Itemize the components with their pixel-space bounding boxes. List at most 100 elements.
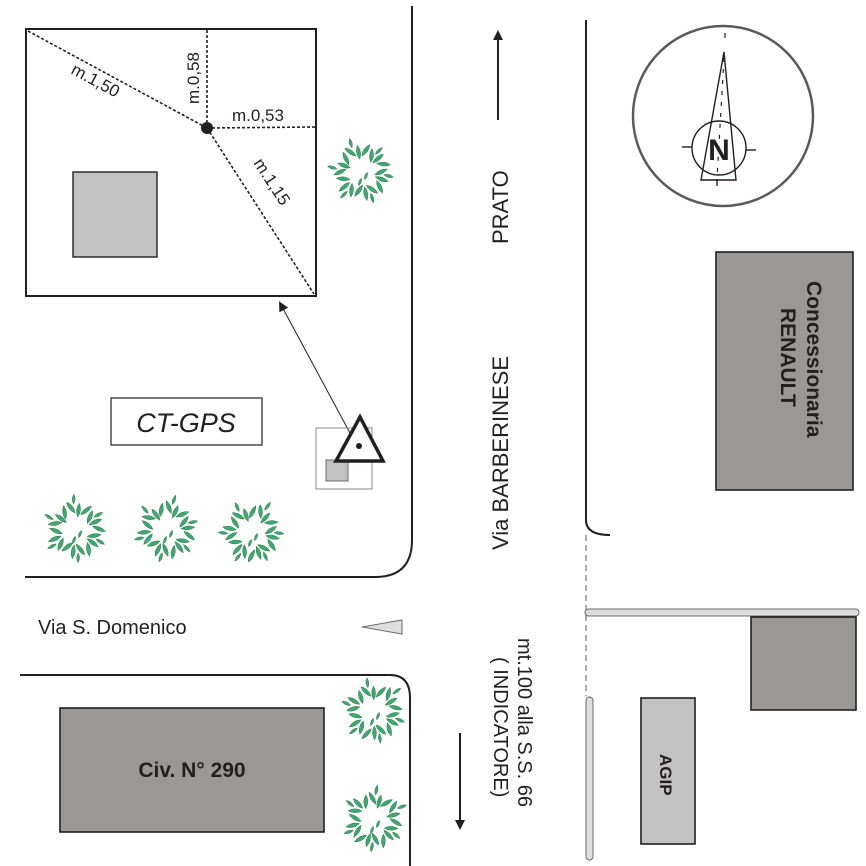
tree-leaf	[376, 794, 382, 809]
tree-icon	[44, 493, 106, 564]
tree-leaf	[354, 835, 367, 843]
survey-point	[201, 122, 213, 134]
tree-leaf	[370, 192, 375, 204]
tree-leaf	[352, 798, 364, 809]
tree-leaf	[349, 182, 354, 198]
curb-bar-horizontal	[584, 608, 860, 617]
tree-leaf	[340, 190, 348, 199]
tree-leaf	[347, 808, 363, 813]
tree-leaf	[86, 538, 99, 548]
station-label: CT-GPS	[136, 408, 236, 438]
gps-station[interactable]	[315, 413, 386, 490]
tree-leaf	[354, 184, 363, 197]
tree-leaf	[376, 161, 391, 167]
tree-leaf	[385, 686, 391, 702]
station-pointer-arrow	[279, 301, 351, 434]
tree-leaf	[141, 505, 149, 514]
tree-leaf	[356, 145, 361, 160]
tree-leaf	[358, 689, 364, 705]
tree-leaf	[227, 539, 243, 545]
tree-leaf	[234, 502, 240, 512]
tree-leaf	[392, 831, 401, 839]
tree-leaf	[385, 718, 399, 726]
tree-leaf	[255, 545, 262, 560]
tree-leaf	[49, 528, 63, 534]
tree-leaf	[146, 540, 161, 547]
renault-label-line1: Concessionaria	[802, 281, 825, 438]
curb-upper-left-block	[25, 6, 413, 578]
tree-leaf	[70, 544, 76, 560]
survey-plot: m.1,50 m.0,58 m.0,53 m.1,15	[25, 28, 317, 297]
tree-leaf	[86, 510, 93, 524]
tree-icon	[217, 501, 285, 563]
tree-leaf	[376, 180, 383, 194]
tree-leaf	[374, 784, 379, 796]
tree-leaf	[369, 148, 374, 163]
tree-leaf	[371, 832, 379, 846]
tree-leaf	[234, 552, 242, 562]
tree-leaf	[371, 685, 376, 701]
tree-leaf	[353, 824, 362, 838]
measure-label-se: m.1,15	[250, 155, 294, 209]
measure-line-nw	[27, 30, 208, 129]
tree-leaf	[386, 722, 392, 737]
tree-leaf	[141, 520, 154, 530]
tree-leaf	[343, 829, 354, 835]
tree-leaf	[232, 543, 243, 556]
tree-leaf	[158, 552, 163, 563]
tree-leaf	[264, 501, 271, 511]
tree-leaf	[374, 147, 383, 155]
tree-leaf	[243, 507, 249, 523]
tree-leaf	[348, 713, 363, 719]
distance-note-line1: mt.100 alla S.S. 66	[513, 638, 535, 807]
building-civico-290: Civ. N° 290	[59, 707, 325, 833]
tree-leaf	[348, 137, 353, 149]
tree-leaf	[151, 508, 161, 521]
tree-leaf	[364, 171, 368, 181]
tree-leaf	[62, 505, 67, 520]
tree-leaf	[174, 541, 184, 554]
tree-leaf	[254, 532, 258, 542]
tree-leaf	[333, 168, 347, 176]
tree-leaf	[183, 544, 191, 553]
tree-leaf	[267, 538, 276, 552]
tree-leaf	[374, 168, 388, 176]
tree-leaf	[375, 724, 387, 735]
tree-leaf	[327, 165, 338, 170]
tree-leaf	[341, 701, 352, 706]
tree-leaf	[143, 533, 153, 545]
agip-label: AGIP	[656, 754, 675, 796]
tree-leaf	[72, 493, 76, 505]
plot-boundary	[25, 28, 317, 297]
civico-label: Civ. N° 290	[138, 759, 245, 782]
tree-leaf	[76, 502, 81, 518]
building-renault: Concessionaria RENAULT	[715, 251, 854, 491]
tree-leaf	[162, 542, 169, 557]
tree-leaf	[88, 518, 103, 525]
tree-leaf	[335, 176, 351, 182]
curb-east-side	[585, 20, 611, 536]
tree-leaf	[368, 791, 376, 805]
tree-leaf	[379, 799, 393, 807]
tree-leaf	[258, 504, 263, 519]
station-center-dot	[356, 443, 362, 449]
tree-leaf	[175, 511, 190, 518]
tree-leaf	[381, 833, 386, 849]
tree-leaf	[78, 529, 82, 539]
tree-leaf	[57, 537, 64, 552]
tree-leaf	[187, 520, 199, 524]
tree-leaf	[179, 516, 189, 528]
tree-leaf	[93, 512, 104, 518]
tree-leaf	[273, 531, 285, 535]
tree-leaf	[44, 514, 54, 520]
tree-leaf	[383, 826, 399, 831]
direction-prato-label: PRATO	[488, 170, 513, 244]
tree-leaf	[348, 719, 362, 728]
tree-leaf	[370, 825, 374, 835]
tree-leaf	[230, 516, 240, 529]
tree-leaf	[383, 174, 394, 178]
tree-leaf	[265, 534, 280, 540]
tree-leaf	[361, 728, 372, 740]
tree-leaf	[337, 162, 352, 169]
